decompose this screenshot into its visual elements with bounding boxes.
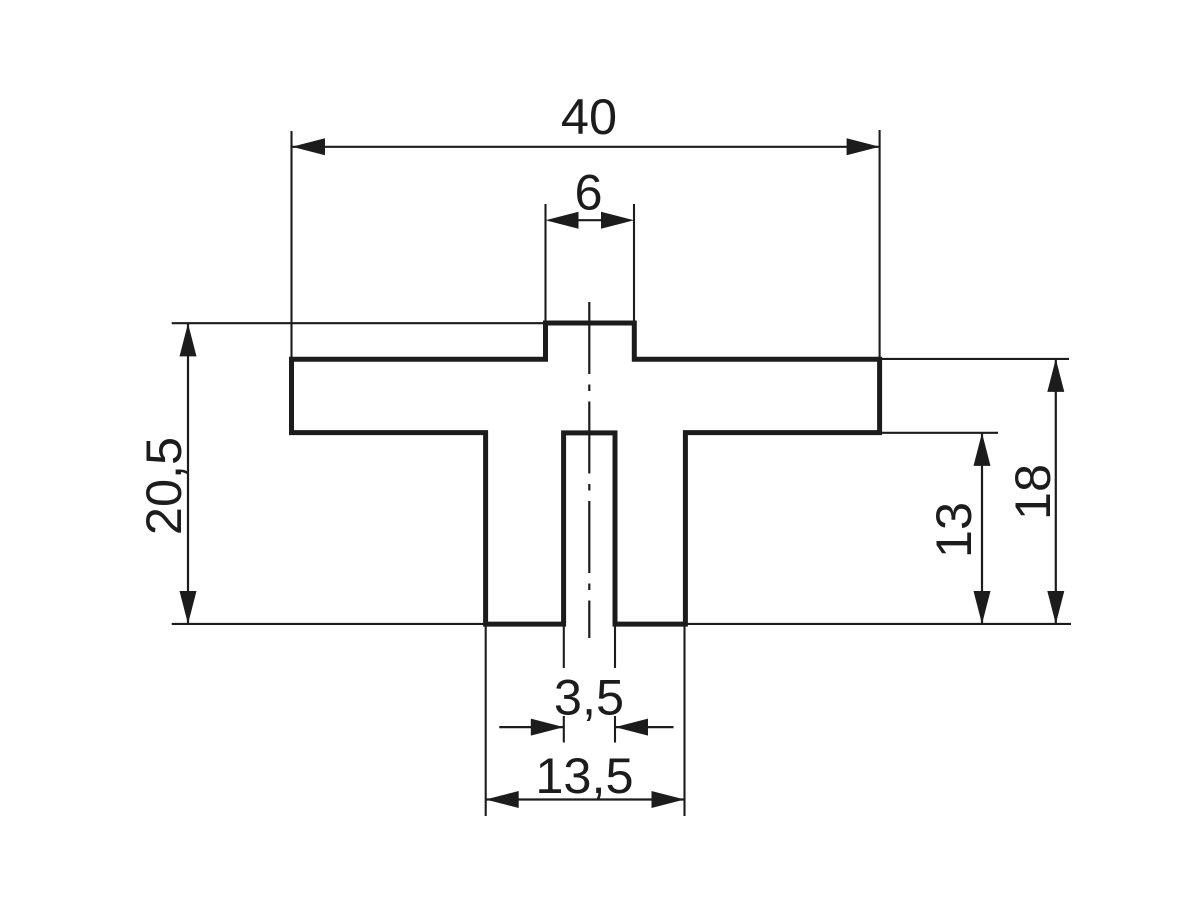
svg-text:18: 18 [1004, 464, 1061, 520]
svg-text:40: 40 [561, 88, 617, 145]
svg-text:3,5: 3,5 [554, 669, 624, 726]
svg-text:20,5: 20,5 [135, 437, 192, 535]
svg-text:13,5: 13,5 [535, 747, 633, 804]
svg-text:13: 13 [925, 502, 982, 558]
svg-text:6: 6 [574, 164, 602, 221]
